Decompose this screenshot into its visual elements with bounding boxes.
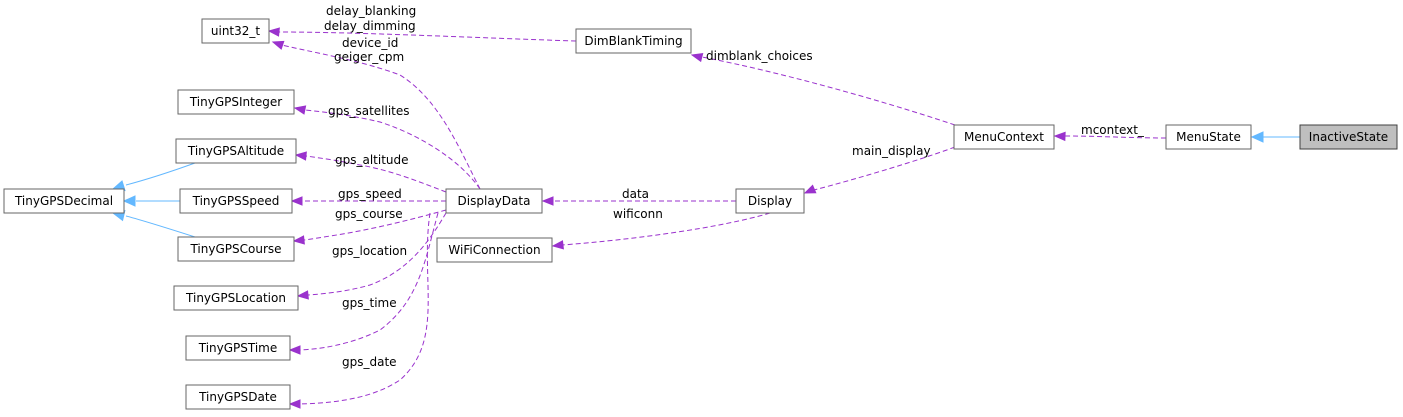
edge-display-to-displaydata-arrowhead	[541, 196, 554, 206]
class-node-box	[445, 188, 543, 214]
class-node-label: TinyGPSAltitude	[187, 144, 284, 158]
class-node-display[interactable]: Display	[735, 188, 805, 214]
edge-displaydata-to-tinygpslocation-arrowhead	[296, 290, 309, 300]
class-node-label: InactiveState	[1309, 130, 1388, 144]
edge-label-gps-date: gps_date	[342, 355, 397, 369]
edge-displaydata-to-tinygpstime-arrowhead	[288, 345, 301, 355]
class-node-uint32-t[interactable]: uint32_t	[201, 18, 270, 44]
class-node-box	[185, 384, 291, 410]
edge-menucontext-to-display-arrowhead	[803, 184, 817, 194]
edge-menucontext-to-display	[813, 146, 956, 191]
class-node-inactivestate[interactable]: InactiveState	[1299, 124, 1398, 150]
edges-layer	[111, 27, 1300, 409]
class-node-box	[953, 124, 1055, 150]
class-node-box	[179, 188, 293, 214]
edge-label-delay-blanking: delay_blanking	[326, 4, 416, 18]
edge-label-mcontext: mcontext_	[1081, 123, 1145, 137]
edge-displaydata-to-uint32-t	[281, 44, 481, 190]
edge-label-wificonn: wificonn	[613, 207, 663, 221]
class-node-menustate[interactable]: MenuState	[1165, 124, 1252, 150]
edge-display-to-wificonnection	[561, 212, 771, 246]
class-node-label: DimBlankTiming	[584, 34, 682, 48]
edge-tinygpscourse-to-tinygpsdecimal	[125, 215, 196, 238]
edge-label-gps-time: gps_time	[342, 296, 397, 310]
class-node-label: Display	[748, 194, 792, 208]
edge-dimblanktiming-to-uint32-t	[278, 31, 577, 42]
nodes-layer: uint32_tDimBlankTimingTinyGPSIntegerTiny…	[3, 18, 1398, 410]
class-node-label: DisplayData	[458, 194, 531, 208]
class-node-displaydata[interactable]: DisplayData	[445, 188, 543, 214]
edge-label-main-display: main_display	[852, 144, 931, 158]
class-node-wificonnection[interactable]: WiFiConnection	[436, 237, 553, 263]
edge-display-to-wificonnection-arrowhead	[551, 240, 564, 250]
class-node-box	[1165, 124, 1252, 150]
class-node-label: TinyGPSSpeed	[192, 194, 280, 208]
edge-label-gps-course: gps_course	[335, 207, 403, 221]
class-node-box	[201, 18, 270, 44]
edge-label-gps-location: gps_location	[332, 244, 407, 258]
class-node-label: TinyGPSDate	[198, 390, 277, 404]
class-node-box	[436, 237, 553, 263]
edge-displaydata-to-tinygpscourse	[303, 209, 447, 241]
class-node-tinygpscourse[interactable]: TinyGPSCourse	[177, 236, 295, 262]
class-node-label: TinyGPSLocation	[185, 291, 286, 305]
class-node-box	[175, 138, 297, 164]
class-node-menucontext[interactable]: MenuContext	[953, 124, 1055, 150]
class-node-label: WiFiConnection	[448, 243, 540, 257]
class-node-label: TinyGPSDecimal	[14, 194, 113, 208]
edge-menucontext-to-dimblanktiming	[701, 56, 956, 126]
class-node-label: uint32_t	[211, 24, 261, 38]
class-node-dimblanktiming[interactable]: DimBlankTiming	[575, 28, 692, 54]
class-node-box	[3, 188, 125, 214]
edge-dimblanktiming-to-uint32-t-arrowhead	[267, 27, 280, 37]
edge-menustate-to-menucontext	[1064, 135, 1167, 139]
class-node-box	[185, 335, 291, 361]
edge-displaydata-to-tinygpstime	[299, 212, 439, 351]
class-node-tinygpsaltitude[interactable]: TinyGPSAltitude	[175, 138, 297, 164]
edge-displaydata-to-tinygpsaltitude-arrowhead	[294, 151, 307, 161]
class-node-box	[1299, 124, 1398, 150]
edge-labels-layer: mcontext_ dimblank_choices main_displaydat…	[324, 4, 1145, 369]
class-node-box	[177, 236, 295, 262]
class-node-tinygpstime[interactable]: TinyGPSTime	[185, 335, 291, 361]
edge-label-dimblank-choices: dimblank_choices	[706, 49, 813, 63]
class-node-label: MenuState	[1176, 130, 1241, 144]
edge-displaydata-to-tinygpsdate	[299, 212, 431, 405]
edge-label-delay-dimming: delay_dimming	[324, 19, 416, 33]
class-node-box	[177, 89, 295, 115]
class-node-label: TinyGPSCourse	[189, 242, 281, 256]
class-node-label: MenuContext	[964, 130, 1044, 144]
class-node-tinygpslocation[interactable]: TinyGPSLocation	[173, 285, 299, 311]
edge-menustate-to-menucontext-arrowhead	[1053, 131, 1066, 142]
edge-displaydata-to-tinygpscourse-arrowhead	[292, 235, 305, 245]
class-node-box	[575, 28, 692, 54]
class-node-tinygpsdecimal[interactable]: TinyGPSDecimal	[3, 188, 125, 214]
class-node-label: TinyGPSInteger	[189, 95, 282, 109]
class-node-box	[735, 188, 805, 214]
edge-inactivestate-to-menustate-arrowhead	[1250, 131, 1264, 143]
edge-displaydata-to-tinygpsaltitude	[305, 155, 447, 193]
edge-label-geiger-cpm: geiger_cpm	[334, 50, 404, 64]
class-node-tinygpsspeed[interactable]: TinyGPSSpeed	[179, 188, 293, 214]
edge-tinygpsspeed-to-tinygpsdecimal-arrowhead	[122, 195, 136, 207]
edge-displaydata-to-tinygpsinteger-arrowhead	[293, 105, 307, 115]
edge-label-gps-speed: gps_speed	[338, 187, 402, 201]
class-node-label: TinyGPSTime	[198, 341, 278, 355]
class-node-tinygpsinteger[interactable]: TinyGPSInteger	[177, 89, 295, 115]
edge-label-data: data	[622, 187, 649, 201]
class-node-box	[173, 285, 299, 311]
edge-tinygpsaltitude-to-tinygpsdecimal	[125, 162, 196, 186]
edge-displaydata-to-uint32-t-arrowhead	[271, 40, 285, 50]
edge-displaydata-to-tinygpslocation	[307, 212, 447, 296]
edge-menucontext-to-dimblanktiming-arrowhead	[690, 52, 704, 63]
edge-displaydata-to-tinygpsdate-arrowhead	[288, 399, 301, 409]
edge-displaydata-to-tinygpsinteger	[304, 109, 481, 190]
edge-label-device-id: device_id	[342, 36, 398, 50]
class-node-tinygpsdate[interactable]: TinyGPSDate	[185, 384, 291, 410]
edge-label-gps-altitude: gps_altitude	[335, 153, 409, 167]
edge-label-gps-satellites: gps_satellites	[328, 104, 410, 118]
edge-displaydata-to-tinygpsspeed-arrowhead	[290, 196, 303, 206]
